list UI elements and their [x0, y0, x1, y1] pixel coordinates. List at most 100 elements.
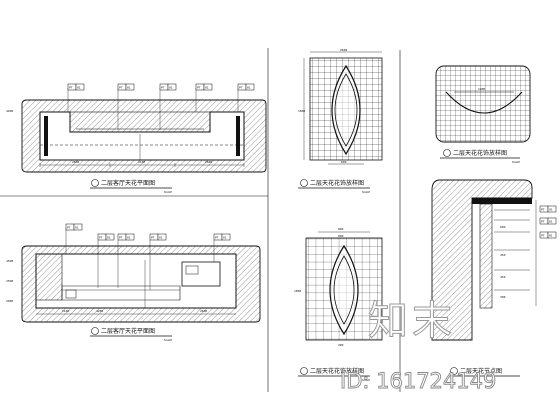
drawing-caption: 二层天花花饰放样图	[453, 149, 507, 157]
dim-label: 200	[338, 343, 344, 347]
pt-tag: PT 01	[539, 217, 557, 225]
ceiling-section-detail: 600 450 450 300 PT 01 PT 01 PT 01 二层天花节点…	[431, 179, 557, 377]
dim-label: 2600	[205, 160, 212, 164]
svg-text:PT: PT	[239, 86, 243, 90]
svg-text:01: 01	[107, 236, 111, 240]
ceiling-pattern-detail-2: 1900 二层天花花饰放样图 SCALE	[435, 65, 531, 164]
svg-text:PT: PT	[151, 236, 155, 240]
pt-tag: PT 01	[195, 83, 213, 91]
svg-text:01: 01	[127, 86, 131, 90]
svg-text:01: 01	[549, 208, 553, 212]
drawing-number-circle	[300, 179, 308, 187]
svg-text:01: 01	[247, 86, 251, 90]
pt-tag: PT 01	[65, 223, 83, 231]
svg-text:PT: PT	[67, 226, 71, 230]
dim-label: 1800	[294, 289, 301, 293]
svg-text:PT: PT	[119, 86, 123, 90]
drawing-number-circle	[450, 367, 458, 375]
ceiling-pattern-detail-3: 800 800 1800 200 二层天花花饰放样图 SCALE	[294, 227, 383, 382]
drawing-scale: SCALE	[164, 190, 172, 194]
dim-label: 4200	[96, 309, 103, 313]
drawing-caption: 二层天花花饰放样图	[310, 179, 364, 187]
drawing-scale: SCALE	[362, 378, 370, 382]
svg-text:PT: PT	[215, 236, 219, 240]
dim-label: 600	[341, 160, 347, 164]
pt-tag: PT 01	[159, 83, 177, 91]
svg-text:PT: PT	[541, 234, 545, 238]
column-right	[236, 116, 240, 156]
cove-recess	[61, 285, 181, 301]
pt-tag: PT 01	[117, 83, 135, 91]
svg-text:01: 01	[549, 220, 553, 224]
pt-tag: PT 01	[117, 233, 135, 241]
diamond-motif	[329, 244, 359, 336]
svg-text:PT: PT	[541, 220, 545, 224]
svg-text:01: 01	[159, 236, 163, 240]
ceiling-pattern-detail-1: 2600 1800 600 二层天花花饰放样图 SCALE	[298, 48, 383, 194]
ceiling-plan-1: 2600 2100 2600 4200 PT 01 PT 01 PT 01	[6, 83, 267, 194]
pt-tag: PT 01	[237, 83, 255, 91]
svg-text:PT: PT	[161, 86, 165, 90]
drawing-scale: SCALE	[362, 190, 370, 194]
dim-label: 800	[338, 234, 344, 238]
svg-text:01: 01	[77, 86, 81, 90]
svg-text:01: 01	[169, 86, 173, 90]
wall-block	[35, 253, 63, 301]
pt-tag: PT 01	[539, 205, 557, 213]
dim-label: 2900	[6, 299, 13, 303]
dim-label: 4200	[6, 109, 13, 113]
svg-text:PT: PT	[541, 208, 545, 212]
grid-panel	[435, 65, 531, 143]
svg-text:PT: PT	[69, 86, 73, 90]
dim-label: 3500	[6, 279, 13, 283]
cove-recess	[69, 111, 211, 133]
dim-label: 2100	[138, 160, 145, 164]
watermark-logo: 知末	[368, 298, 456, 344]
panel-borders	[0, 48, 401, 392]
stair-box	[181, 261, 221, 287]
slab-hatch	[431, 179, 533, 341]
watermark-id: ID: 161724149	[340, 369, 496, 393]
drawing-caption: 二层客厅天花平面图	[101, 327, 155, 335]
dim-label: 1900	[478, 87, 485, 91]
svg-text:01: 01	[127, 236, 131, 240]
dim-label: 4500	[6, 259, 13, 263]
dim-label: 2600	[200, 309, 207, 313]
arc-motif	[445, 91, 523, 114]
dim-label: 600	[500, 225, 506, 229]
dim-label: 450	[500, 253, 506, 257]
drawing-caption: 二层客厅天花平面图	[101, 179, 155, 187]
svg-text:PT: PT	[119, 236, 123, 240]
dim-label: 450	[500, 275, 506, 279]
drawing-scale: SCALE	[164, 338, 172, 342]
pt-tag: PT 01	[97, 233, 115, 241]
drawing-number-circle	[300, 367, 308, 375]
watermark: 知末 ID: 161724149	[340, 298, 497, 394]
drawing-caption: 二层天花节点图	[460, 367, 502, 375]
svg-text:01: 01	[205, 86, 209, 90]
wall-column	[479, 203, 493, 309]
pt-tag: PT 01	[67, 83, 85, 91]
drawing-caption: 二层天花花饰放样图	[310, 367, 364, 375]
svg-text:01: 01	[549, 234, 553, 238]
svg-text:01: 01	[75, 226, 79, 230]
drawing-number-circle	[91, 327, 99, 335]
column-left	[44, 116, 48, 156]
pt-tag: PT 01	[149, 233, 167, 241]
dim-label: 300	[500, 295, 506, 299]
ceiling-board	[472, 198, 532, 204]
svg-text:01: 01	[223, 236, 227, 240]
dim-label: 800	[338, 227, 344, 231]
dim-label: 2600	[340, 48, 347, 52]
drawing-number-circle	[443, 149, 451, 157]
svg-text:PT: PT	[99, 236, 103, 240]
ceiling-plan-2: 4500 3500 2900 4200 2600 3100 PT 01 PT 0…	[6, 223, 261, 342]
pt-tag: PT 01	[539, 231, 557, 239]
svg-text:PT: PT	[197, 86, 201, 90]
dim-label: 1800	[298, 109, 305, 113]
pt-tag: PT 01	[213, 233, 231, 241]
dim-label: 2600	[72, 160, 79, 164]
dim-label: 3100	[62, 309, 69, 313]
drawing-number-circle	[91, 179, 99, 187]
